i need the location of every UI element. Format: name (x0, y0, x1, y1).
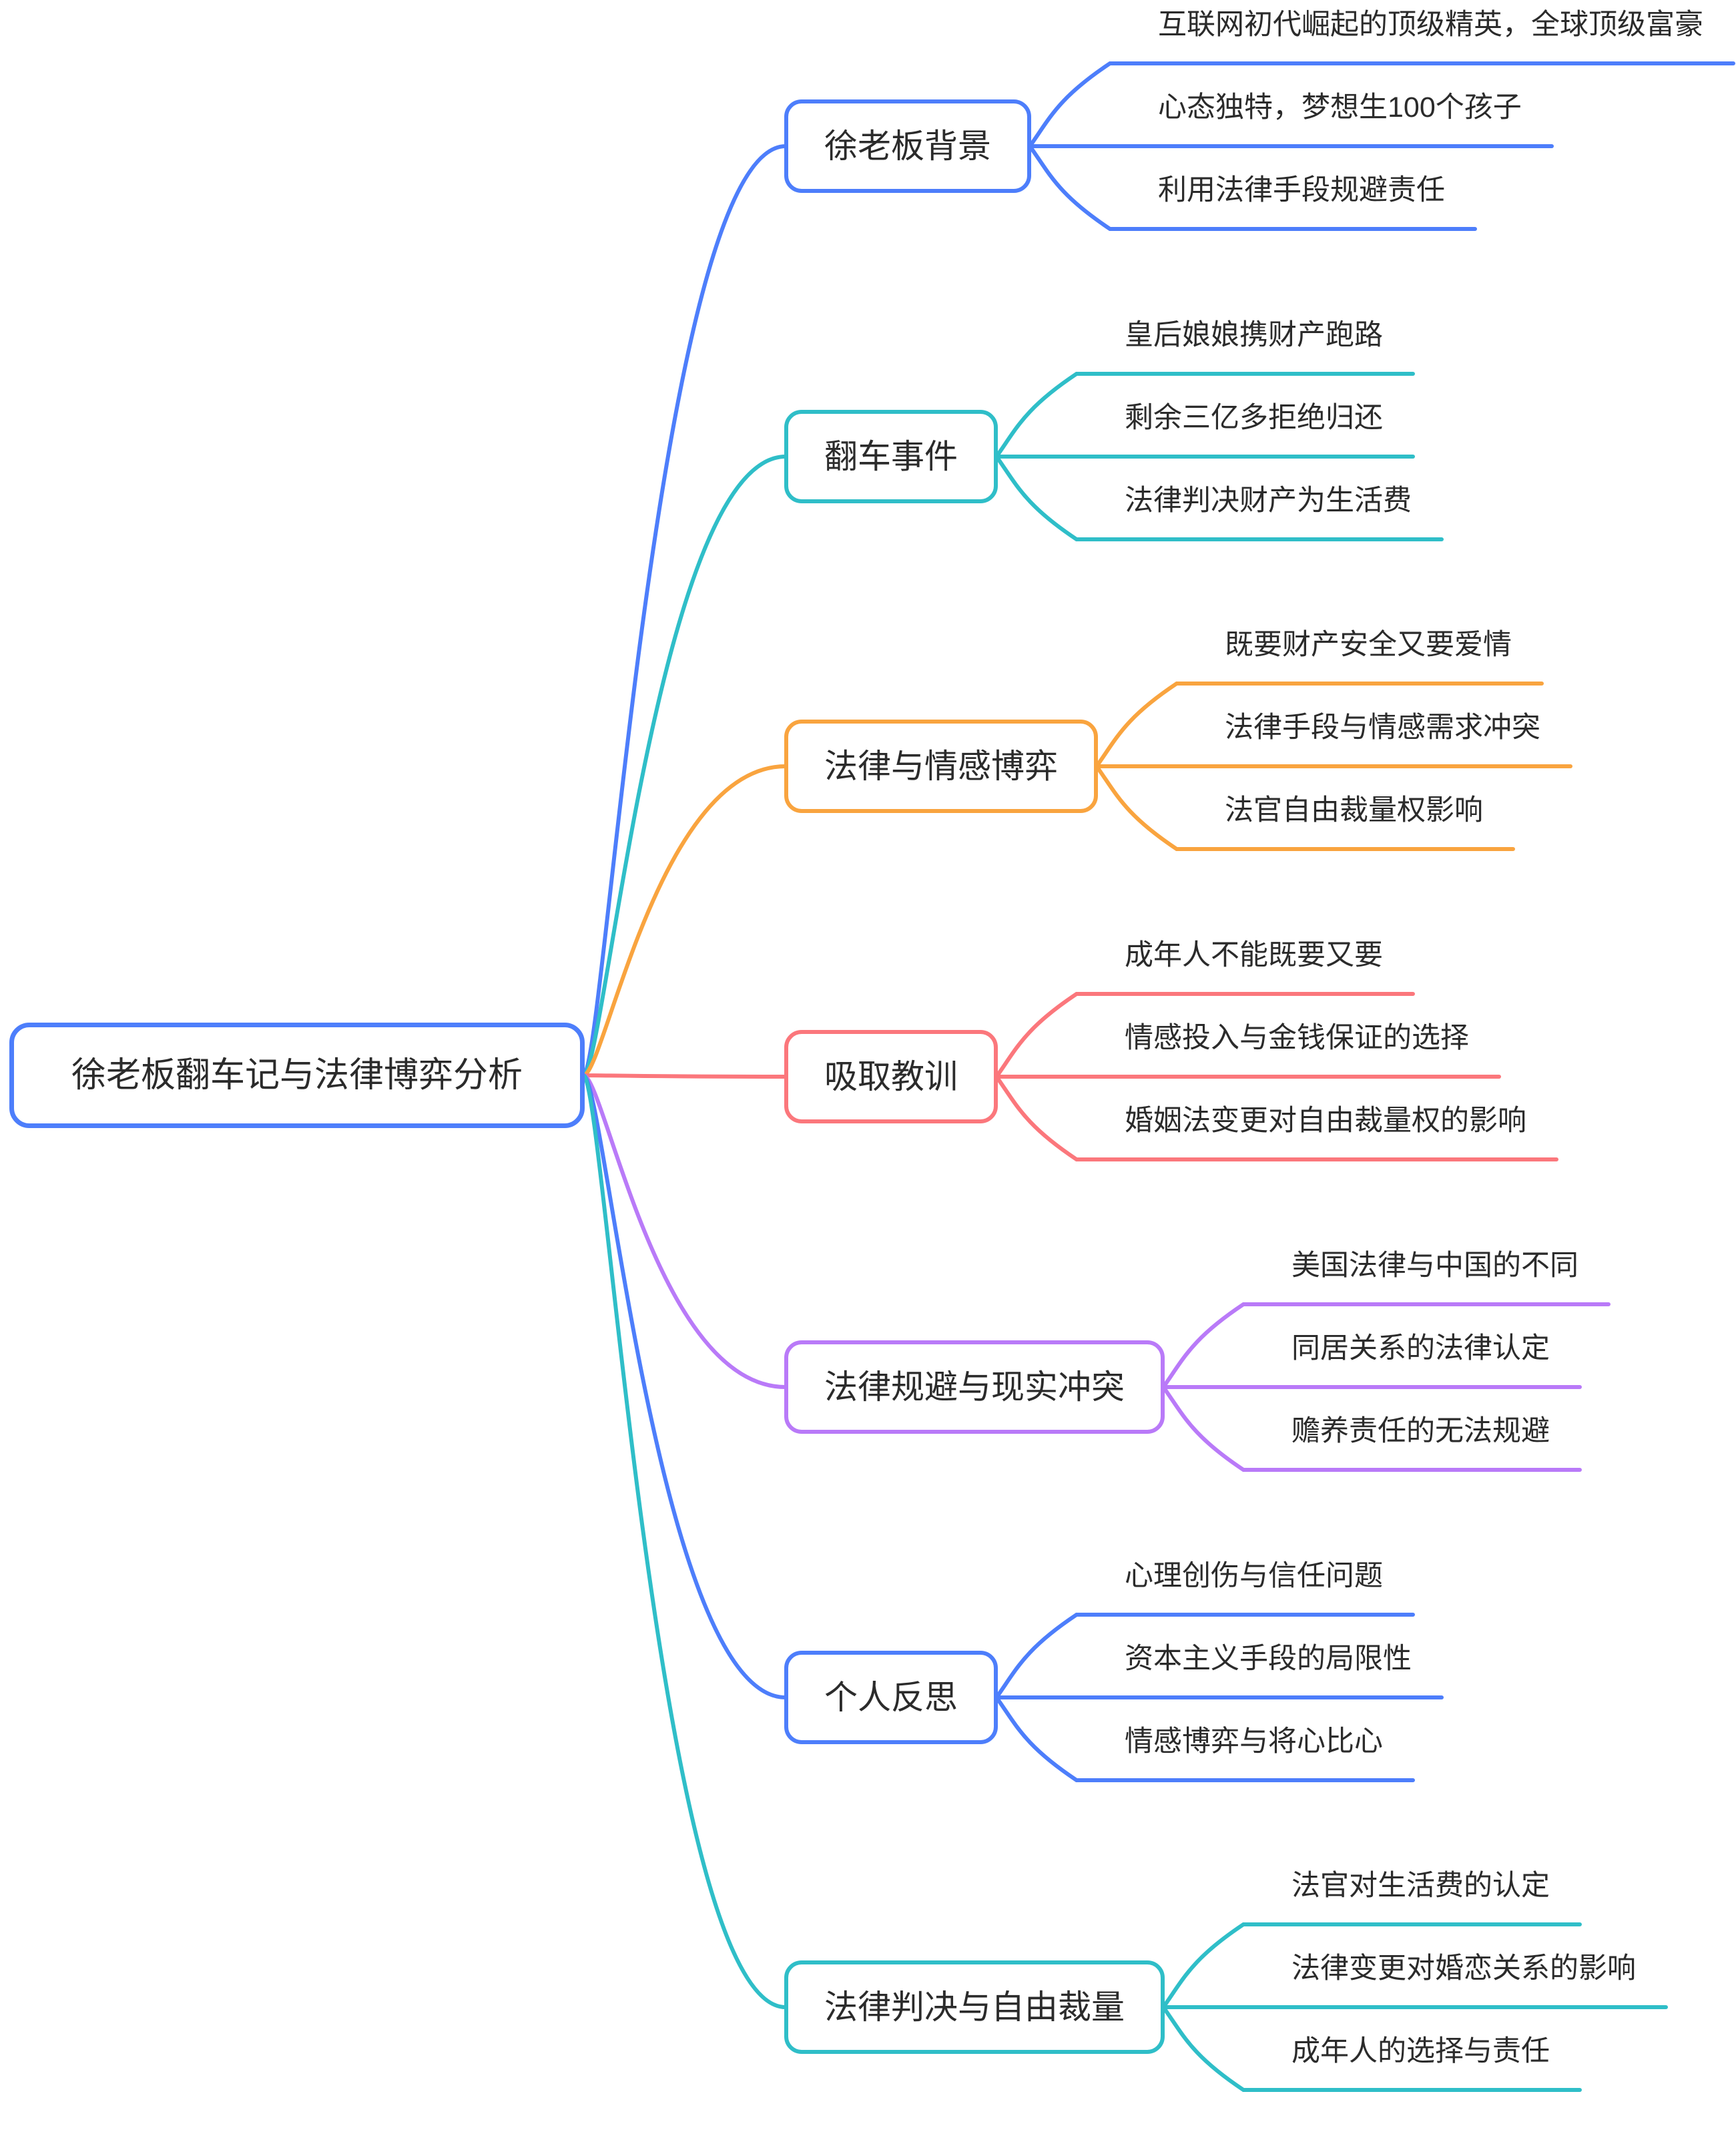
leaf-label-6-1[interactable]: 法律变更对婚恋关系的影响 (1291, 1952, 1636, 1984)
leaf-label-1-1[interactable]: 剩余三亿多拒绝归还 (1125, 402, 1383, 434)
leaf-label-6-2[interactable]: 成年人的选择与责任 (1291, 2035, 1550, 2067)
leaf-label-3-0[interactable]: 成年人不能既要又要 (1125, 939, 1383, 971)
leaf-label-2-0[interactable]: 既要财产安全又要爱情 (1225, 629, 1512, 661)
leaf-label-2-2[interactable]: 法官自由裁量权影响 (1225, 794, 1483, 826)
connector (994, 992, 1415, 1079)
connector (581, 1073, 788, 1079)
connector (994, 1075, 1558, 1161)
branch-topic-0[interactable]: 徐老板背景 (784, 99, 1031, 193)
leaf-label-1-0[interactable]: 皇后娘娘携财产跑路 (1125, 319, 1383, 351)
branch-topic-2[interactable]: 法律与情感博弈 (784, 720, 1098, 813)
leaf-label-3-1[interactable]: 情感投入与金钱保证的选择 (1125, 1022, 1469, 1054)
leaf-label-0-2[interactable]: 利用法律手段规避责任 (1158, 174, 1445, 206)
connector (1028, 61, 1735, 148)
connector (1095, 764, 1515, 851)
connector (1161, 1385, 1582, 1472)
leaf-label-2-1[interactable]: 法律手段与情感需求冲突 (1225, 712, 1540, 744)
leaf-label-5-1[interactable]: 资本主义手段的局限性 (1125, 1643, 1412, 1675)
connector (1161, 2005, 1582, 2092)
connector (581, 764, 788, 1077)
connector (1095, 682, 1544, 768)
leaf-label-5-0[interactable]: 心理创伤与信任问题 (1125, 1560, 1383, 1592)
leaf-label-4-0[interactable]: 美国法律与中国的不同 (1291, 1250, 1578, 1282)
leaf-label-4-2[interactable]: 赡养责任的无法规避 (1291, 1415, 1550, 1447)
leaf-label-3-2[interactable]: 婚姻法变更对自由裁量权的影响 (1125, 1105, 1526, 1137)
leaf-label-0-0[interactable]: 互联网初代崛起的顶级精英，全球顶级富豪 (1158, 9, 1703, 41)
connector (994, 372, 1415, 459)
leaf-label-6-0[interactable]: 法官对生活费的认定 (1291, 1870, 1550, 1902)
connector (1028, 144, 1477, 231)
connector (994, 1613, 1415, 1699)
connector (1161, 1922, 1582, 2009)
branch-topic-4[interactable]: 法律规避与现实冲突 (784, 1340, 1165, 1434)
leaf-label-0-1[interactable]: 心态独特，梦想生100个孩子 (1158, 91, 1522, 123)
branch-topic-6[interactable]: 法律判决与自由裁量 (784, 1960, 1165, 2054)
branch-topic-1[interactable]: 翻车事件 (784, 410, 998, 503)
branch-topic-5[interactable]: 个人反思 (784, 1651, 998, 1744)
branch-topic-3[interactable]: 吸取教训 (784, 1030, 998, 1123)
root-node[interactable]: 徐老板翻车记与法律博弈分析 (9, 1023, 585, 1128)
connector (1161, 1302, 1611, 1389)
leaf-label-5-2[interactable]: 情感博弈与将心比心 (1125, 1725, 1383, 1758)
connector (581, 144, 788, 1077)
connector (581, 1073, 788, 2009)
connector (581, 1073, 788, 1699)
leaf-label-1-2[interactable]: 法律判决财产为生活费 (1125, 485, 1412, 517)
connector (994, 455, 1444, 541)
leaf-label-4-1[interactable]: 同居关系的法律认定 (1291, 1332, 1550, 1364)
connector (581, 455, 788, 1077)
connector (581, 1073, 788, 1389)
connector (994, 1695, 1415, 1782)
